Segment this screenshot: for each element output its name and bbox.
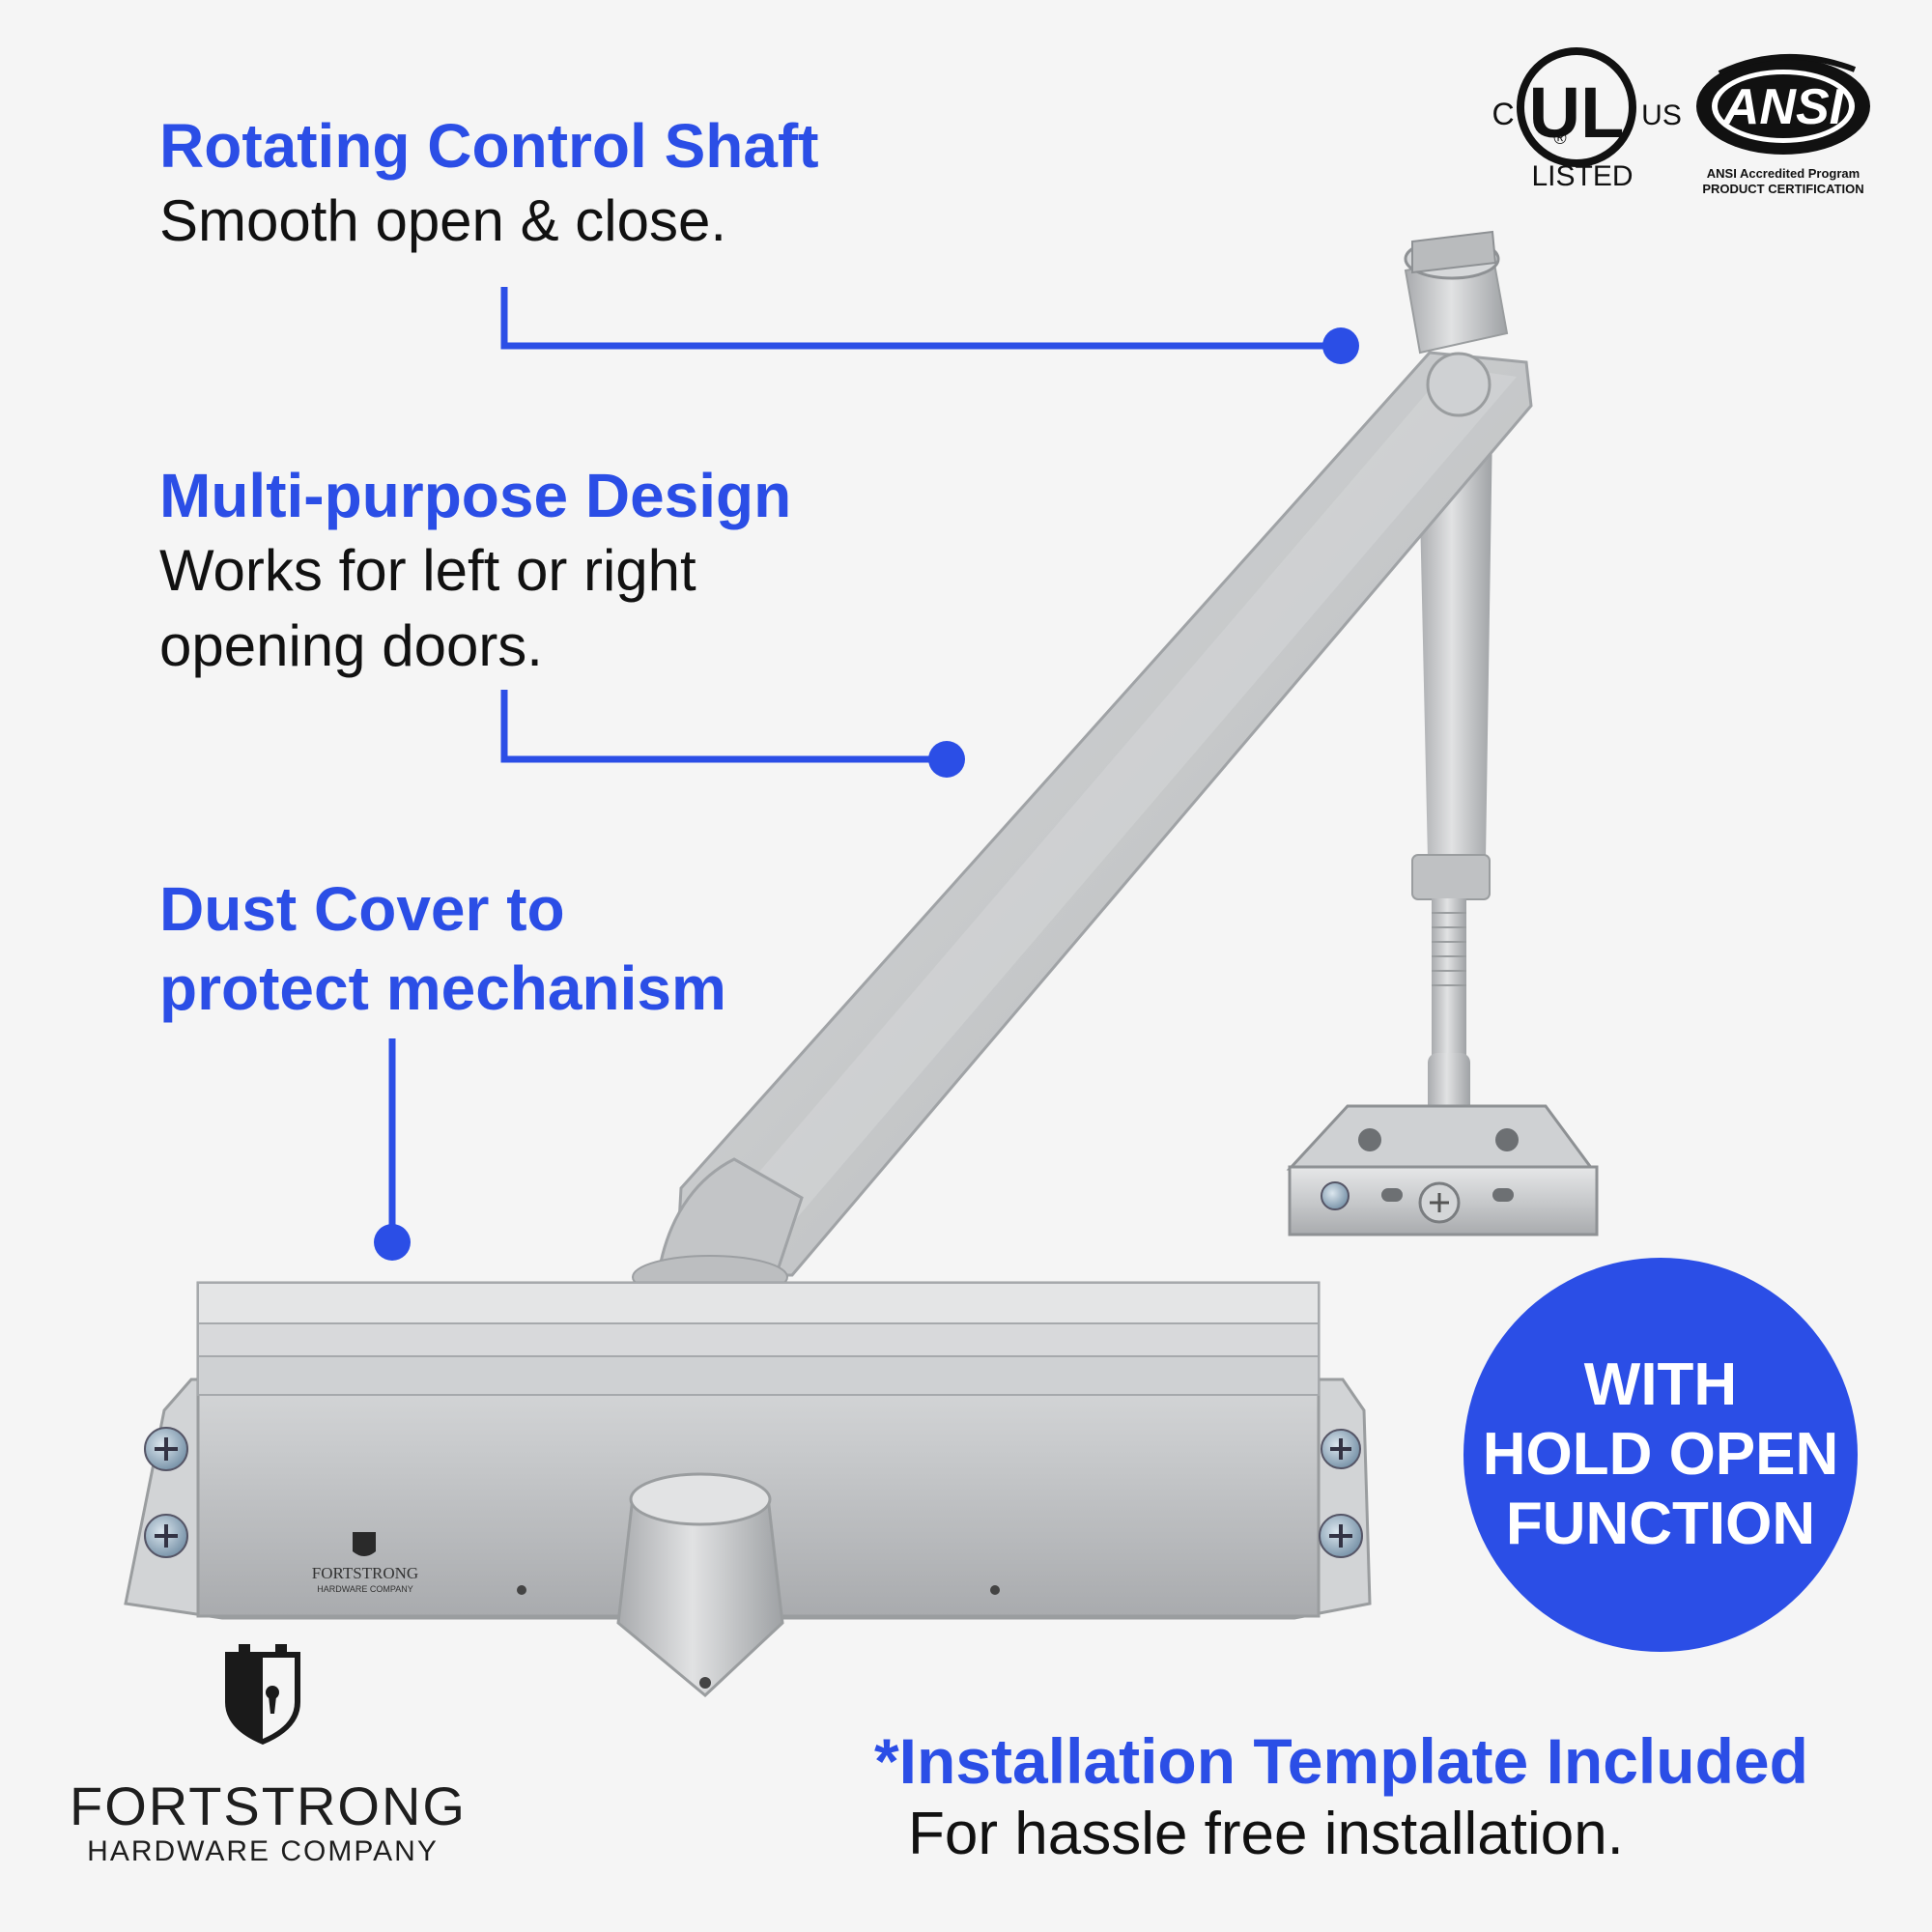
control-shaft bbox=[1404, 230, 1509, 355]
feature-desc-multipurpose: Works for left or right opening doors. bbox=[159, 533, 836, 684]
brand-name: FORTSTRONG bbox=[70, 1776, 467, 1836]
feature-desc-rotating-shaft: Smooth open & close. bbox=[159, 188, 727, 253]
forearm-rod bbox=[1411, 425, 1492, 1164]
main-arm bbox=[632, 351, 1533, 1299]
ul-listed-icon: UL ® C US LISTED bbox=[1492, 47, 1682, 188]
shield-keyhole-icon bbox=[225, 1644, 300, 1745]
ansi-mark: ANSI bbox=[1721, 79, 1845, 135]
ansi-logo-icon: ANSI ANSI Accredited Program PRODUCT CER… bbox=[1696, 53, 1870, 196]
brand-sub: HARDWARE COMPANY bbox=[87, 1835, 439, 1867]
ansi-line2: PRODUCT CERTIFICATION bbox=[1702, 182, 1863, 196]
ul-registered: ® bbox=[1553, 128, 1566, 148]
engraved-brand-sub: HARDWARE COMPANY bbox=[317, 1584, 413, 1594]
callout-dot-icon bbox=[374, 1224, 411, 1261]
feature-title-dust-cover: Dust Cover to protect mechanism bbox=[159, 869, 836, 1028]
hold-open-badge: WITH HOLD OPEN FUNCTION bbox=[1463, 1258, 1858, 1652]
feature-title-line: Dust Cover to bbox=[159, 874, 565, 944]
ansi-line1: ANSI Accredited Program bbox=[1707, 166, 1860, 181]
callout-dot-icon bbox=[928, 741, 965, 778]
brand-logo: FORTSTRONG HARDWARE COMPANY bbox=[70, 1642, 467, 1868]
engraved-brand-name: FORTSTRONG bbox=[312, 1564, 418, 1582]
feature-desc-line: Works for left or right bbox=[159, 538, 696, 603]
badge-line: WITH bbox=[1583, 1351, 1738, 1418]
installation-desc: For hassle free installation. bbox=[908, 1801, 1624, 1867]
ul-listed-label: LISTED bbox=[1531, 160, 1633, 188]
installation-title: *Installation Template Included bbox=[874, 1725, 1808, 1797]
callout-dot-icon bbox=[1322, 327, 1359, 364]
closer-body bbox=[124, 1281, 1372, 1698]
feature-title-rotating-shaft: Rotating Control Shaft bbox=[159, 111, 819, 181]
callout-rotating-shaft bbox=[500, 287, 1341, 350]
ul-mark: UL bbox=[1529, 72, 1625, 153]
callout-multipurpose bbox=[500, 690, 947, 763]
badge-line: HOLD OPEN bbox=[1482, 1421, 1839, 1488]
badge-line: FUNCTION bbox=[1505, 1491, 1816, 1557]
feature-title-line: protect mechanism bbox=[159, 953, 726, 1023]
ul-us: US bbox=[1641, 99, 1682, 131]
ul-c: C bbox=[1492, 97, 1514, 131]
feature-desc-line: opening doors. bbox=[159, 613, 543, 678]
mounting-bracket bbox=[1286, 1104, 1599, 1236]
feature-title-multipurpose: Multi-purpose Design bbox=[159, 461, 792, 530]
